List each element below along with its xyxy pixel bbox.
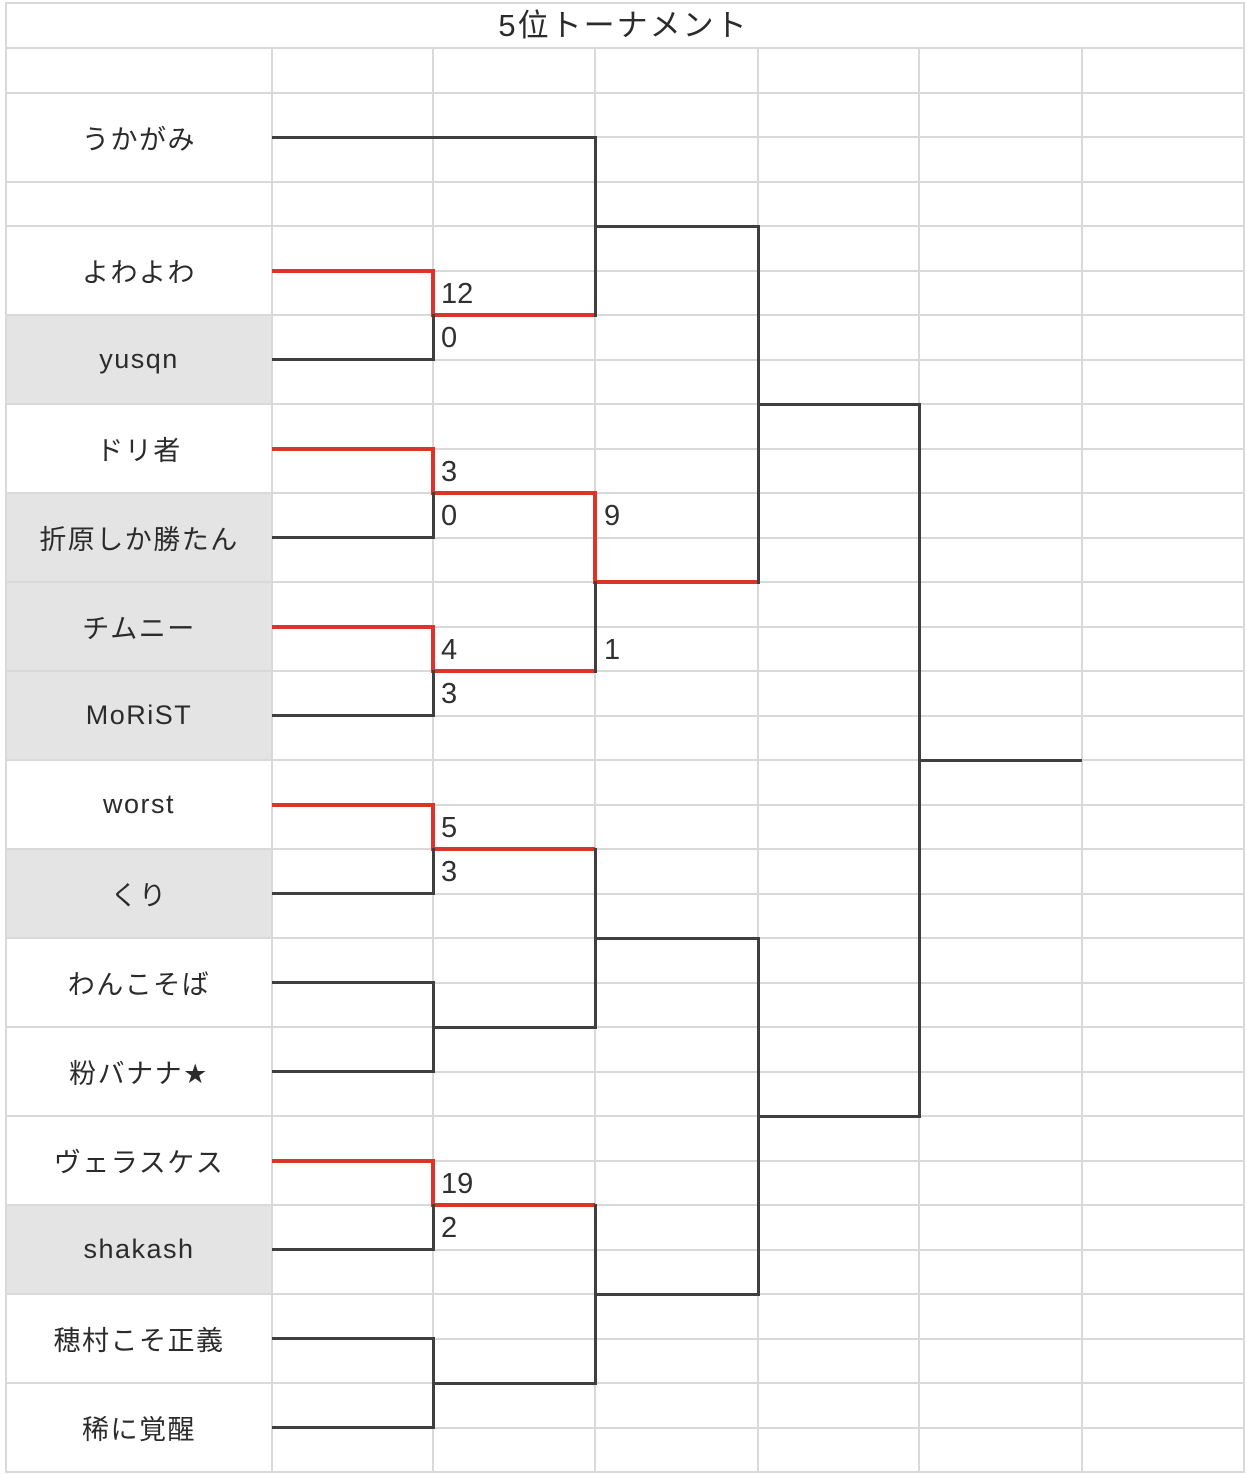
score-r2m2-bottom: 1 <box>604 634 621 666</box>
winner-path-line <box>431 1158 435 1207</box>
winner-path-line <box>431 268 435 317</box>
bracket-line <box>272 1248 433 1251</box>
player-cell: shakash <box>6 1205 272 1294</box>
score-r1m3-top: 4 <box>441 634 458 666</box>
player-name: MoRiST <box>85 700 193 730</box>
bracket-line <box>595 224 758 228</box>
bracket-line <box>593 847 597 1029</box>
score-r1m4-bottom: 3 <box>441 856 458 888</box>
bracket-line <box>917 402 921 1118</box>
bracket-line <box>595 936 758 940</box>
score-r1m1-top: 12 <box>441 278 474 310</box>
winner-path-line <box>433 313 595 317</box>
score-r1m3-bottom: 3 <box>441 678 458 710</box>
winner-path-line <box>595 580 758 584</box>
player-cell: ヴェラスケス <box>6 1116 272 1205</box>
score-r1m4-top: 5 <box>441 812 458 844</box>
player-cell: くり <box>6 849 272 938</box>
bracket-line <box>272 1337 433 1340</box>
winner-path-line <box>433 847 595 851</box>
winner-path-line <box>593 491 597 584</box>
player-cell: ドリ者 <box>6 404 272 493</box>
player-name: うかがみ <box>82 124 196 155</box>
winner-path-line <box>433 669 595 673</box>
bracket-line <box>595 1292 758 1296</box>
player-cell: 折原しか勝たん <box>6 493 272 582</box>
bracket-line <box>431 313 435 361</box>
score-r1m6-top: 19 <box>441 1168 474 1200</box>
bracket-line <box>272 714 433 717</box>
shaded-row <box>6 493 272 582</box>
bracket-line <box>272 358 433 361</box>
bracket-line <box>433 1025 595 1029</box>
player-name: shakash <box>83 1234 195 1264</box>
bracket-line <box>272 1426 433 1429</box>
player-cell: worst <box>6 760 272 849</box>
bracket-line <box>272 892 433 895</box>
player-name: よわよわ <box>82 258 196 288</box>
bracket-line <box>919 758 1082 762</box>
bracket-line <box>593 580 597 673</box>
shaded-row <box>6 315 272 404</box>
bracket-line <box>431 847 435 895</box>
bracket-line <box>433 1381 595 1385</box>
player-cell: チムニー <box>6 582 272 671</box>
player-name: わんこそば <box>67 970 211 1000</box>
bracket-line <box>758 1114 919 1118</box>
bracket-line <box>756 936 760 1296</box>
score-r1m2-top: 3 <box>441 456 458 488</box>
score-r1m6-bottom: 2 <box>441 1212 458 1244</box>
tournament-title: 5位トーナメント <box>498 8 749 43</box>
winner-path-line <box>431 802 435 851</box>
player-name: 粉バナナ★ <box>69 1059 209 1089</box>
shaded-row <box>6 1205 272 1294</box>
shaded-row <box>6 671 272 760</box>
winner-path-line <box>433 1203 595 1207</box>
player-name: 穂村こそ正義 <box>53 1326 225 1356</box>
winner-path-line <box>272 1158 433 1163</box>
winner-path-line <box>272 624 433 629</box>
bracket-line <box>758 402 919 406</box>
player-cell: MoRiST <box>6 671 272 760</box>
score-r1m1-bottom: 0 <box>441 322 458 354</box>
bracket-line <box>593 135 597 317</box>
player-cell: 穂村こそ正義 <box>6 1294 272 1383</box>
player-name: 稀に覚醒 <box>82 1415 196 1445</box>
bracket-line <box>272 981 433 984</box>
player-name: worst <box>102 789 175 819</box>
player-cell: よわよわ <box>6 226 272 315</box>
shaded-row <box>6 582 272 671</box>
bracket-line <box>272 1070 433 1073</box>
winner-path-line <box>433 491 595 495</box>
winner-path-line <box>272 268 433 273</box>
player-cell: 粉バナナ★ <box>6 1027 272 1116</box>
bracket-line <box>272 135 595 139</box>
player-name: 折原しか勝たん <box>39 525 239 555</box>
score-r2m2-top: 9 <box>604 500 621 532</box>
player-name: yusqn <box>99 344 179 374</box>
bracket-line <box>756 224 760 584</box>
bracket-line <box>431 1203 435 1251</box>
bracket-line <box>593 1203 597 1385</box>
player-name: チムニー <box>82 614 196 644</box>
bracket-line <box>431 1337 435 1429</box>
bracket-line <box>431 981 435 1073</box>
player-cell: わんこそば <box>6 938 272 1027</box>
player-cell: うかがみ <box>6 93 272 182</box>
score-r1m2-bottom: 0 <box>441 500 458 532</box>
player-name: ヴェラスケス <box>53 1148 225 1178</box>
player-cell: yusqn <box>6 315 272 404</box>
player-cell: 稀に覚醒 <box>6 1383 272 1472</box>
winner-path-line <box>431 624 435 673</box>
winner-path-line <box>431 446 435 495</box>
winner-path-line <box>272 446 433 451</box>
bracket-line <box>431 669 435 717</box>
bracket-line <box>272 536 433 539</box>
winner-path-line <box>272 802 433 807</box>
bracket-line <box>431 491 435 539</box>
shaded-row <box>6 849 272 938</box>
player-name: くり <box>110 881 168 911</box>
player-name: ドリ者 <box>96 436 182 466</box>
